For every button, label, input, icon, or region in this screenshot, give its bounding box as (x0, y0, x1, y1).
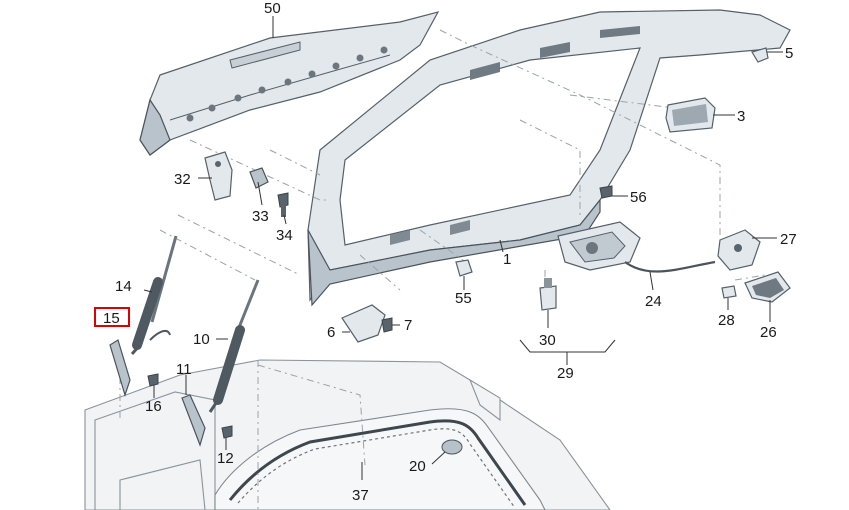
label-26: 26 (760, 324, 777, 341)
gas-struts (109, 235, 463, 455)
label-29: 29 (557, 365, 574, 382)
label-37: 37 (352, 487, 369, 504)
label-33: 33 (252, 208, 269, 225)
label-50: 50 (264, 0, 281, 17)
label-24: 24 (645, 293, 662, 310)
right-side-parts (455, 47, 791, 353)
callout-leaders (143, 16, 783, 480)
label-1: 1 (503, 251, 511, 268)
label-28: 28 (718, 312, 735, 329)
label-5: 5 (785, 45, 793, 62)
label-7: 7 (404, 317, 412, 334)
tailgate-panel (307, 9, 791, 307)
label-20: 20 (409, 458, 426, 475)
label-34: 34 (276, 227, 293, 244)
label-14: 14 (115, 278, 132, 295)
label-55: 55 (455, 290, 472, 307)
rear-spoiler (139, 11, 440, 156)
callout-labels: 50 5 3 32 33 34 56 27 14 1 24 55 28 26 1… (103, 0, 797, 504)
label-30: 30 (539, 332, 556, 349)
label-15: 15 (103, 310, 120, 327)
label-11: 11 (176, 361, 192, 378)
car-body-outline (84, 359, 611, 510)
label-3: 3 (737, 108, 745, 125)
label-16: 16 (145, 398, 162, 415)
label-6: 6 (327, 324, 335, 341)
label-27: 27 (780, 231, 797, 248)
highlight-box-15 (94, 307, 130, 327)
assembly-lines (119, 29, 766, 510)
label-56: 56 (630, 189, 647, 206)
label-12: 12 (217, 450, 234, 467)
hinge-assembly (204, 151, 289, 217)
label-32: 32 (174, 171, 191, 188)
label-10: 10 (193, 331, 210, 348)
